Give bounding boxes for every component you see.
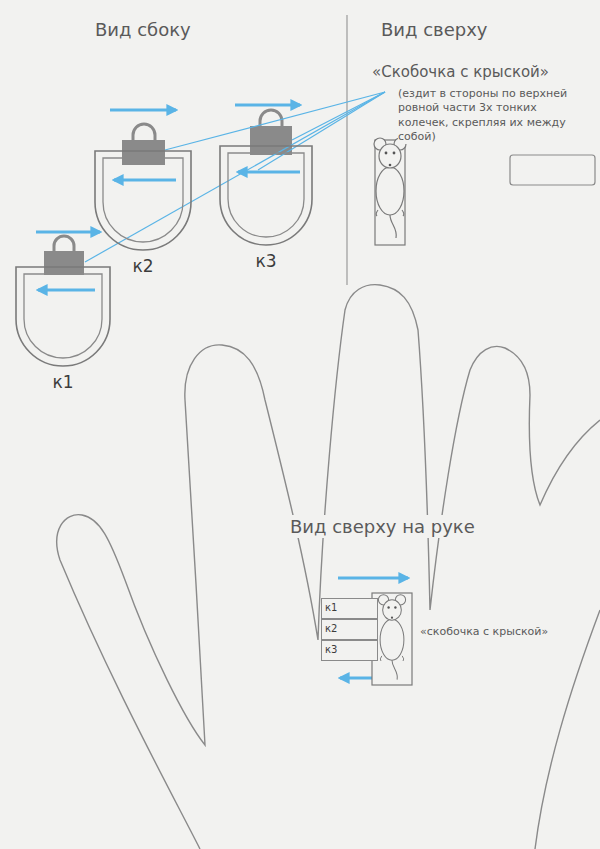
ring-side-view: к2 [93, 147, 193, 277]
ring-inner [24, 274, 102, 358]
ring-band: к1 [321, 598, 378, 619]
view-heading: Вид сбоку [95, 18, 191, 41]
ring-outer [16, 267, 110, 366]
ring-side-view: к3 [218, 142, 314, 272]
ring-side-view: к1 [14, 263, 112, 393]
ring-outer [95, 151, 191, 250]
ring-outline [93, 147, 193, 252]
ring-inner [228, 153, 304, 237]
callout-note: (ездит в стороны по верхней ровной части… [398, 87, 568, 144]
ring-top-view [510, 155, 595, 185]
clasp-lock [44, 110, 292, 275]
ring-outer [220, 146, 312, 245]
ring-label: к2 [93, 256, 193, 276]
ring-label: к3 [218, 251, 314, 271]
rat-figure [374, 138, 406, 238]
motion-arrow [36, 105, 408, 678]
callout-title: «скобочка с крыской» [420, 625, 548, 639]
ring-label: к1 [14, 372, 112, 392]
ring-outline [14, 263, 112, 368]
view-heading: Вид сверху [381, 18, 488, 41]
divider-line [346, 15, 347, 285]
ring-inner [103, 158, 183, 242]
ring-outline [218, 142, 314, 247]
ring-label: к3 [322, 641, 377, 659]
ring-band: к2 [321, 619, 378, 640]
hand-outline [57, 285, 600, 849]
clip-on-hand [372, 593, 412, 685]
callout-title: «Скобочка с крыской» [372, 63, 549, 83]
leader-line [85, 92, 385, 262]
rat-figure [378, 595, 405, 680]
ring-band: к3 [321, 640, 378, 661]
ring-label: к1 [322, 599, 377, 617]
view-heading: Вид сверху на руке [290, 515, 475, 538]
ring-label: к2 [322, 620, 377, 638]
